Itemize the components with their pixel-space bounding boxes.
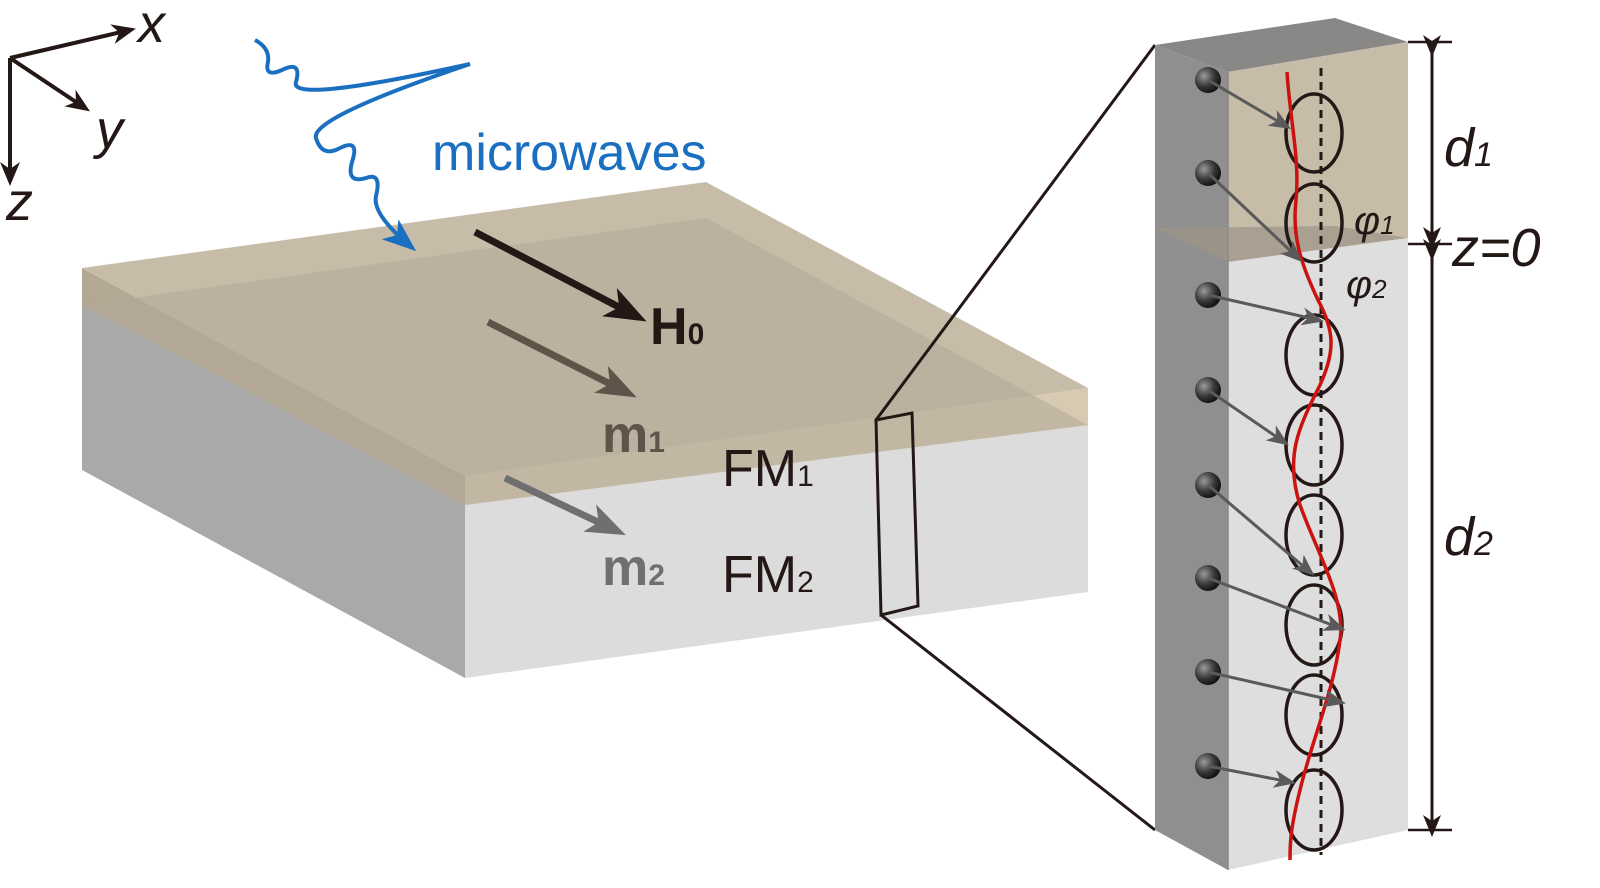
y-axis-label: y	[92, 100, 126, 160]
column-fm1-face	[1228, 42, 1408, 262]
x-axis-label: x	[135, 0, 167, 54]
fm1-label: FM1	[722, 440, 814, 498]
spin-arrow	[1206, 171, 1303, 263]
column-fm2-face	[1228, 238, 1408, 870]
phi2-label: φ2	[1346, 263, 1387, 307]
microwaves-label: microwaves	[432, 124, 707, 182]
spin-arrow	[1207, 764, 1296, 788]
m1-arrow	[486, 318, 637, 398]
z-axis-label: z	[5, 172, 33, 232]
spin-arrow	[1207, 293, 1324, 326]
fm2-left-face	[82, 305, 465, 678]
fm2-label: FM2	[722, 546, 814, 604]
fm2-front-face	[465, 395, 1088, 678]
phi1-label: φ1	[1354, 199, 1395, 243]
spin-arrow	[1207, 670, 1346, 708]
interface-plane	[82, 218, 1088, 505]
m1-label: m1	[602, 406, 665, 464]
column-top-face	[1155, 18, 1408, 72]
spin-arrow	[1207, 388, 1289, 446]
field-h0-arrow	[473, 228, 647, 322]
zoom-indicator	[874, 44, 1157, 832]
field-h0-label: H0	[650, 298, 704, 356]
y-axis-arrow	[8, 56, 90, 112]
microwave-arrow	[253, 38, 471, 252]
d1-label: d1	[1444, 118, 1493, 178]
x-axis-arrow	[9, 24, 136, 60]
spin-arrow	[1207, 576, 1346, 631]
interface-label: z=0	[1451, 218, 1541, 278]
spin-chain	[1195, 67, 1346, 788]
zoom-line-bottom	[880, 613, 1156, 832]
precession-circle	[1284, 92, 1344, 174]
zoomed-column	[1155, 18, 1408, 870]
axes-triad: x y z	[0, 0, 167, 232]
m2-arrow	[503, 474, 626, 536]
precession-circle	[1284, 768, 1344, 852]
dimension-markers: d1 d2 z=0	[1408, 35, 1541, 837]
selection-box	[874, 411, 920, 617]
precession-circle	[1284, 182, 1344, 264]
spin-arrow	[1207, 483, 1315, 576]
precession-circle	[1284, 673, 1344, 757]
d2-label: d2	[1444, 507, 1493, 567]
spin-arrow	[1207, 78, 1292, 130]
bilayer-slab	[82, 182, 1088, 678]
zoom-line-top	[874, 44, 1157, 421]
microwave-wave: microwaves	[253, 38, 707, 252]
m2-label: m2	[602, 539, 665, 597]
spin-wave-curve	[1285, 71, 1343, 861]
